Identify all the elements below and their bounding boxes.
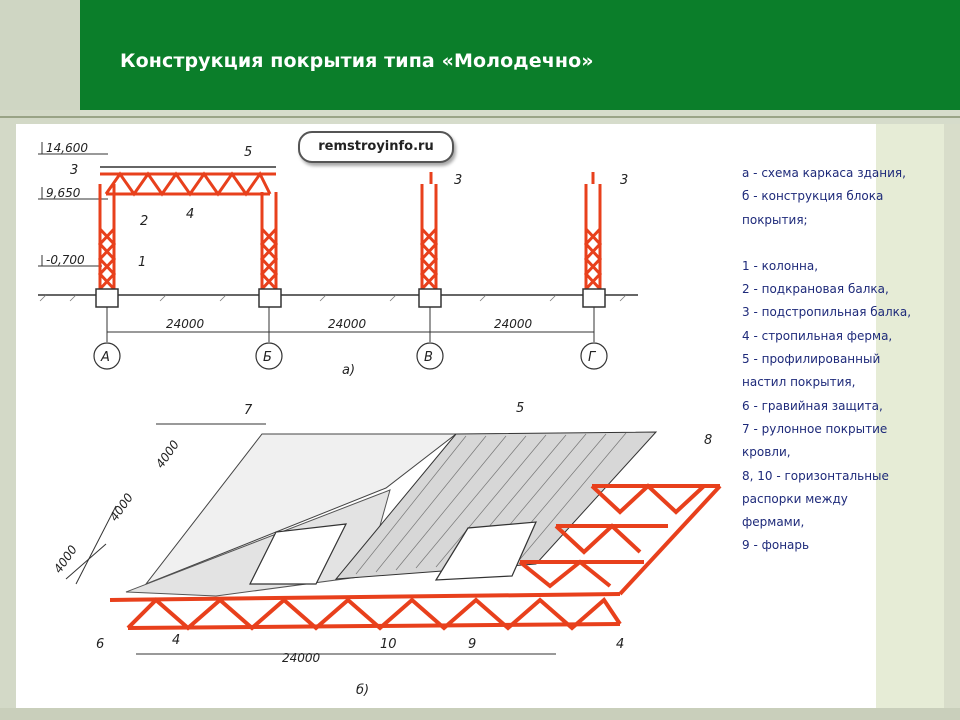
slide-title: Конструкция покрытия типа «Молодечно» [120, 50, 594, 72]
legend-line: 1 - колонна, [742, 258, 819, 273]
legend-line: распорки между [742, 491, 848, 506]
watermark-badge: remstroyinfo.ru [298, 131, 454, 163]
label-4-c: 4 [616, 637, 624, 652]
legend-line: 9 - фонарь [742, 538, 810, 553]
column-g [583, 184, 603, 291]
span-vg: 24000 [494, 317, 533, 331]
right-decor-panel [876, 124, 944, 708]
header-bar [80, 0, 960, 110]
axis-v: В [424, 350, 433, 365]
label-3-v: 3 [454, 173, 462, 188]
span-bv: 24000 [328, 317, 367, 331]
skylight-right [434, 521, 537, 581]
axis-g: Г [588, 350, 597, 365]
skylight-left [249, 523, 348, 585]
label-2: 2 [140, 214, 148, 229]
dim-24000: 24000 [282, 651, 321, 665]
label-10: 10 [380, 637, 397, 652]
footer-strip [0, 708, 960, 720]
axis-b: Б [263, 350, 272, 365]
label-3: 3 [70, 163, 78, 178]
elevation-top: 14,600 [46, 141, 88, 155]
header-divider [0, 116, 960, 118]
diagram-b-roof-block: 4000 4000 4000 24000 7 5 8 6 4 10 9 4 б) [51, 401, 722, 698]
label-5: 5 [244, 145, 252, 160]
label-4-b: 4 [172, 633, 180, 648]
legend-line: 7 - рулонное покрытие [742, 421, 888, 436]
caption-b: б) [356, 683, 369, 698]
elevation-low: -0,700 [46, 253, 85, 267]
legend-line: 3 - подстропильная балка, [742, 305, 912, 320]
label-4: 4 [186, 207, 194, 222]
label-5-b: 5 [516, 401, 524, 416]
legend-line: фермами, [742, 515, 805, 530]
label-7: 7 [244, 403, 253, 418]
legend-panel: а - схема каркаса здания, б - конструкци… [742, 162, 932, 558]
roof-truss [100, 171, 276, 197]
legend-line: настил покрытия, [742, 375, 856, 390]
right-decor-edge [944, 124, 960, 720]
dim-4000-2: 4000 [107, 490, 136, 523]
legend-line: покрытия; [742, 212, 808, 227]
header-left-decor [0, 0, 80, 110]
caption-a: а) [342, 363, 355, 378]
legend-line: 8, 10 - горизонтальные [742, 468, 889, 483]
structure-diagram: 14,600 9,650 -0,700 [38, 141, 722, 698]
span-ab: 24000 [166, 317, 205, 331]
legend-line: а - схема каркаса здания, [742, 166, 906, 180]
legend-line: кровли, [742, 445, 791, 460]
column-b [259, 192, 279, 291]
label-3-g: 3 [620, 173, 628, 188]
legend-gap [742, 232, 932, 255]
label-8: 8 [704, 433, 712, 448]
elevation-mid: 9,650 [46, 186, 81, 200]
legend-line: 4 - стропильная ферма, [742, 328, 893, 343]
dim-4000-1: 4000 [153, 437, 182, 470]
label-1: 1 [138, 255, 146, 270]
label-9: 9 [468, 637, 476, 652]
axis-a: А [100, 350, 110, 365]
main-truss-front [109, 592, 622, 631]
label-6: 6 [96, 637, 104, 652]
side-trusses [518, 483, 722, 596]
legend-line: 5 - профилированный [742, 352, 881, 367]
diagram-a-frame-scheme: 14,600 9,650 -0,700 [38, 141, 638, 378]
legend-line: б - конструкция блока [742, 189, 884, 204]
legend-line: 2 - подкрановая балка, [742, 282, 889, 297]
column-a [97, 184, 117, 291]
legend-line: 6 - гравийная защита, [742, 398, 883, 413]
column-v [419, 184, 439, 291]
